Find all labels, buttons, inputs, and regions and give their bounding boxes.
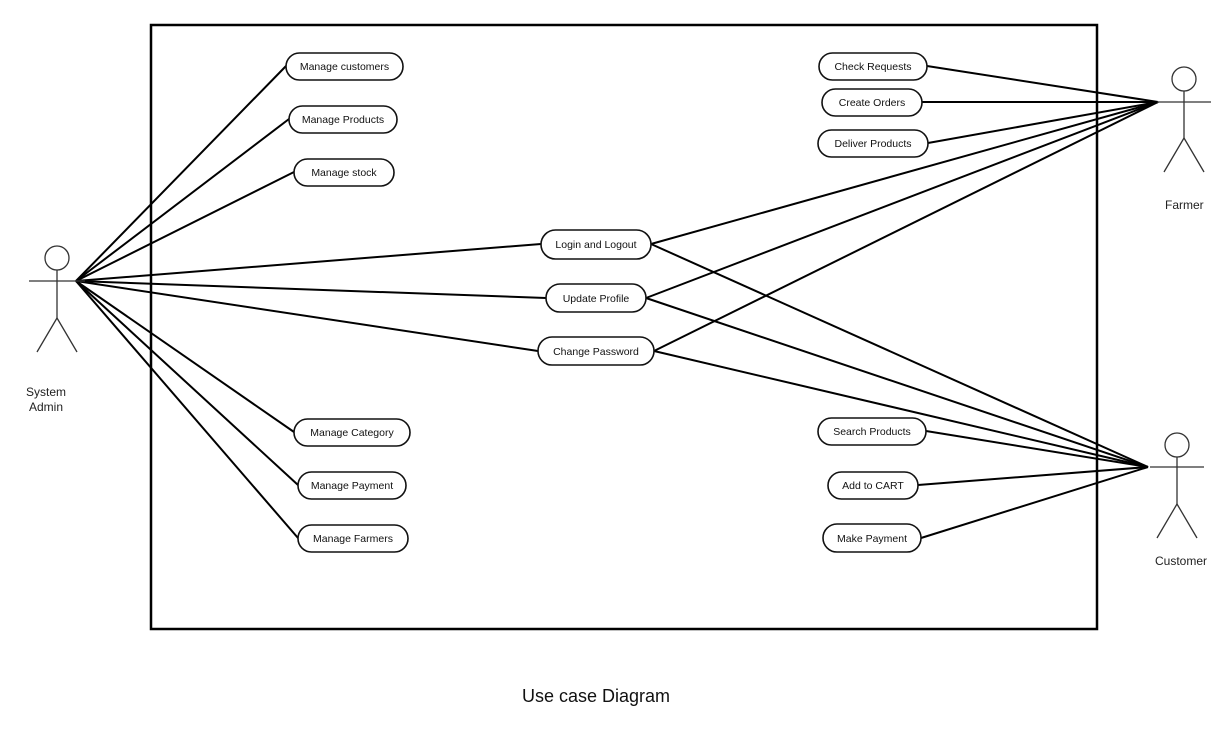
use-case-manage-payment: Manage Payment [297,471,407,500]
use-case-add-to-cart: Add to CART [827,471,919,500]
association-admin-manage-farmers [75,280,299,539]
use-case-label: Manage Payment [311,480,393,492]
use-case-manage-customers: Manage customers [285,52,404,81]
use-case-label: Manage Farmers [313,533,393,545]
association-admin-manage-products [75,118,290,282]
association-admin-manage-category [75,280,295,433]
actor-label-farmer: Farmer [1165,198,1204,212]
use-case-label: Manage customers [300,61,389,73]
actor-leg-right [1176,503,1198,539]
use-case-label: Make Payment [837,533,907,545]
use-case-label: Add to CART [842,480,904,492]
actor-head [44,245,70,271]
use-case-make-payment: Make Payment [822,523,922,553]
actor-leg-right [56,317,78,353]
association-admin-manage-customers [75,65,287,282]
actor-farmer: Farmer [1157,66,1211,212]
diagram-caption: Use case Diagram [522,686,670,706]
use-case-manage-products: Manage Products [288,105,398,134]
use-case-label: Check Requests [834,61,911,73]
use-case-manage-stock: Manage stock [293,158,395,187]
association-customer-update-profile [645,297,1149,468]
use-case-label: Deliver Products [834,138,911,150]
use-case-check-requests: Check Requests [818,52,928,81]
association-admin-change-password [75,280,539,352]
actor-label-customer: Customer [1155,554,1207,568]
association-farmer-update-profile [645,101,1159,299]
use-case-label: Manage Category [310,427,394,439]
actor-customer: Customer [1150,432,1207,568]
use-case-create-orders: Create Orders [821,88,923,117]
use-case-label: Change Password [553,346,639,358]
association-customer-make-payment [920,466,1149,539]
association-lines [75,65,1159,539]
association-admin-manage-payment [75,280,299,486]
association-customer-add-to-cart [917,466,1149,486]
association-farmer-deliver-products [927,101,1159,144]
use-case-label: Login and Logout [555,239,636,251]
association-farmer-check-requests [926,65,1159,103]
use-case-deliver-products: Deliver Products [817,129,929,158]
use-case-label: Manage Products [302,114,384,126]
use-case-login-logout: Login and Logout [540,229,652,260]
actor-leg-left [1156,503,1178,539]
actor-leg-left [1163,137,1185,173]
use-case-label: Manage stock [311,167,377,179]
association-admin-manage-stock [75,171,295,282]
use-case-search-products: Search Products [817,417,927,446]
use-case-label: Search Products [833,426,911,438]
use-case-update-profile: Update Profile [545,283,647,313]
actor-head [1164,432,1190,458]
association-customer-login-logout [650,243,1149,468]
actor-leg-left [36,317,58,353]
use-case-label: Create Orders [839,97,906,109]
association-admin-login-logout [75,243,542,282]
use-case-change-password: Change Password [537,336,655,366]
use-case-manage-farmers: Manage Farmers [297,524,409,553]
actor-label-admin-line1: System [26,385,66,399]
use-case-label: Update Profile [563,293,630,305]
association-customer-search-products [925,430,1149,468]
association-admin-update-profile [75,280,547,299]
association-farmer-change-password [653,101,1159,352]
actor-label-admin-line2: Admin [29,400,63,414]
use-case-manage-category: Manage Category [293,418,411,447]
system-boundary [149,23,1099,631]
association-farmer-login-logout [650,101,1159,245]
actor-head [1171,66,1197,92]
actor-system-admin: System Admin [26,245,85,414]
association-customer-change-password [653,350,1149,468]
actor-leg-right [1183,137,1205,173]
